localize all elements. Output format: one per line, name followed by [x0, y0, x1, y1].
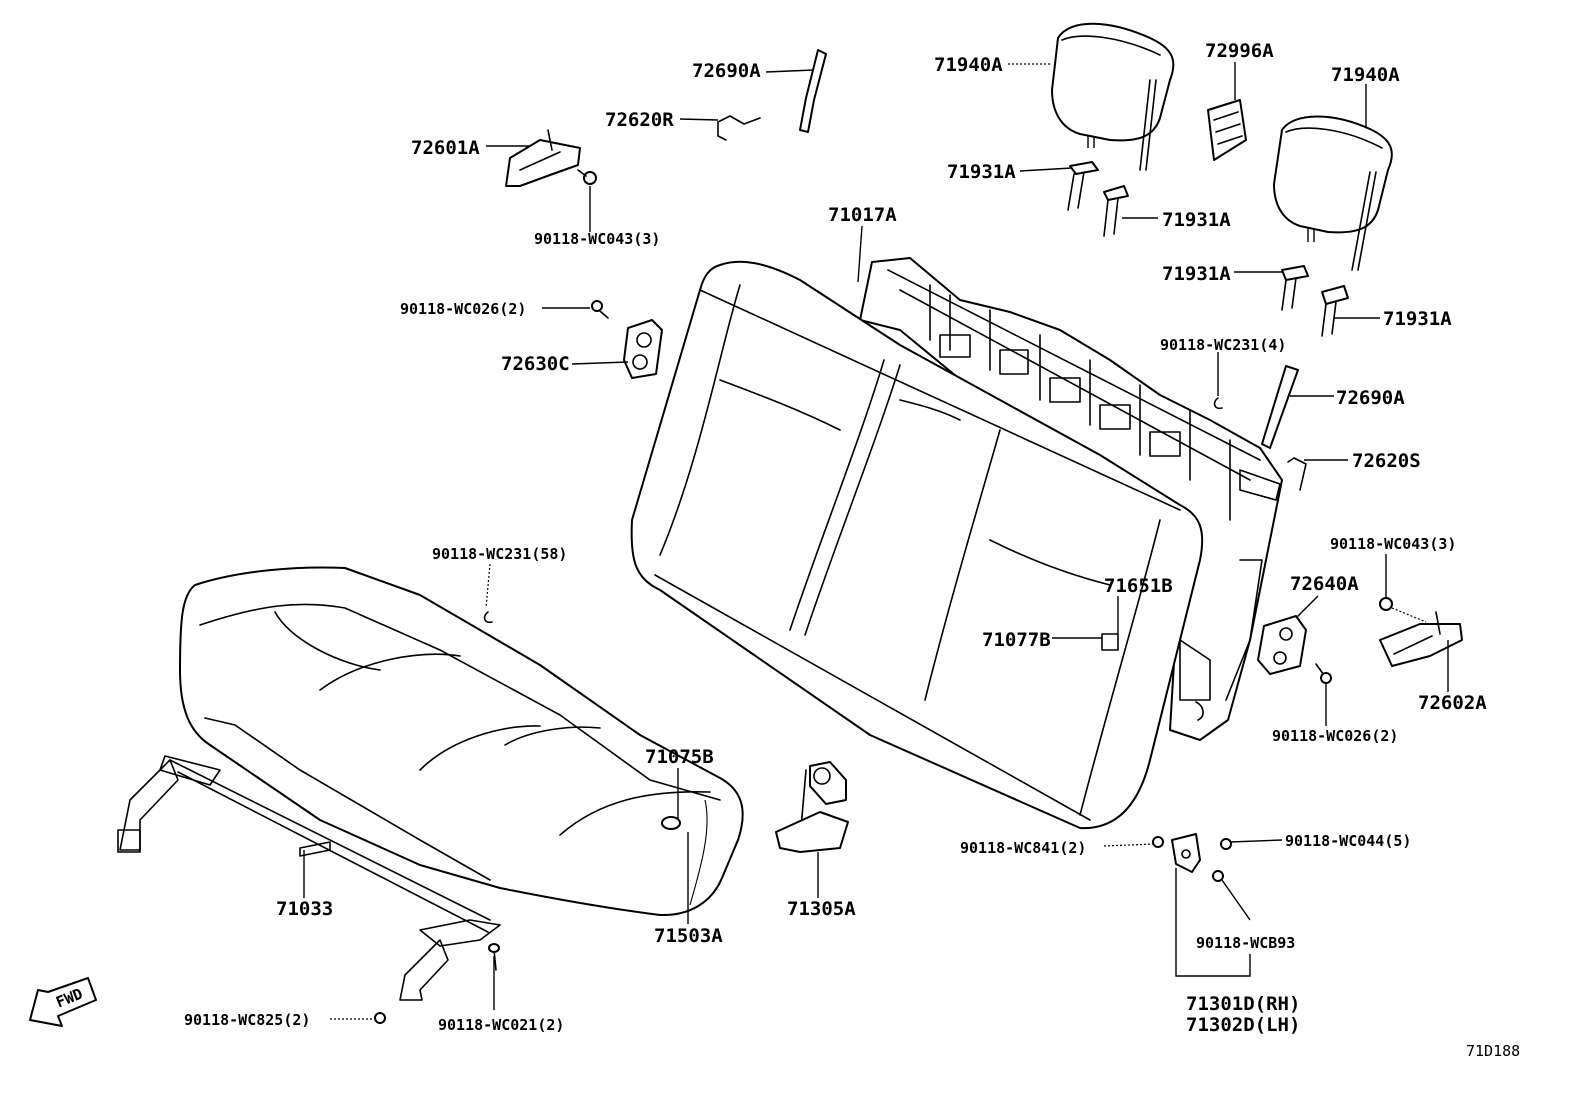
- part-labels: 72690A 72620R 72601A 90118-WC043(3) 7194…: [184, 40, 1520, 1060]
- label-72640A: 72640A: [1290, 573, 1359, 595]
- label-71301D: 71301D(RH): [1186, 993, 1300, 1015]
- clip-wc231: [483, 397, 1223, 624]
- seat-cushion-assembly: [179, 566, 744, 917]
- label-72690A-top: 72690A: [692, 60, 761, 82]
- label-wc021: 90118-WC021(2): [438, 1016, 564, 1034]
- headrest-left: [1051, 22, 1175, 171]
- wire-72620R: [717, 115, 761, 141]
- label-wc044: 90118-WC044(5): [1285, 832, 1411, 850]
- fwd-arrow-icon: FWD: [29, 977, 97, 1027]
- label-71940A-left: 71940A: [934, 54, 1003, 76]
- diagram-code: 71D188: [1466, 1042, 1520, 1060]
- bracket-71305A: [775, 761, 849, 853]
- belt-72690A-right: [1261, 365, 1299, 449]
- label-71077B: 71077B: [982, 629, 1051, 651]
- headrest-guides-71931A: [1067, 161, 1349, 337]
- label-71302D: 71302D(LH): [1186, 1014, 1300, 1036]
- label-wc231-58: 90118-WC231(58): [432, 545, 567, 563]
- label-wc231-4: 90118-WC231(4): [1160, 336, 1286, 354]
- label-wc026-left: 90118-WC026(2): [400, 300, 526, 318]
- label-wc043-top: 90118-WC043(3): [534, 230, 660, 248]
- bracket-72630C: [591, 300, 663, 379]
- label-72620R: 72620R: [605, 109, 674, 131]
- label-wc026-right: 90118-WC026(2): [1272, 727, 1398, 745]
- label-wc841: 90118-WC841(2): [960, 839, 1086, 857]
- label-71651B: 71651B: [1104, 575, 1173, 597]
- label-72620S: 72620S: [1352, 450, 1421, 472]
- label-71305A: 71305A: [787, 898, 856, 920]
- seat-back-assembly: [630, 257, 1283, 830]
- hinge-72602A: [1379, 597, 1463, 667]
- label-71931A-2: 71931A: [1162, 209, 1231, 231]
- bolts-cushion-frame: [374, 943, 500, 1024]
- label-wc825: 90118-WC825(2): [184, 1011, 310, 1029]
- headrest-support-72996A: [1207, 99, 1247, 161]
- hinge-bracket-71301D: [1152, 833, 1232, 882]
- label-72602A: 72602A: [1418, 692, 1487, 714]
- leader-lines: [303, 62, 1449, 1020]
- label-71503A: 71503A: [654, 925, 723, 947]
- label-71931A-4: 71931A: [1383, 308, 1452, 330]
- label-71940A-right: 71940A: [1331, 64, 1400, 86]
- hinge-72601A: [505, 129, 597, 187]
- label-72601A: 72601A: [411, 137, 480, 159]
- label-71931A-3: 71931A: [1162, 263, 1231, 285]
- label-71033: 71033: [276, 898, 333, 920]
- belt-72690A-top: [799, 49, 827, 133]
- label-wc043-right: 90118-WC043(3): [1330, 535, 1456, 553]
- label-71017A: 71017A: [828, 204, 897, 226]
- label-72690A-right: 72690A: [1336, 387, 1405, 409]
- bracket-72640A: [1257, 615, 1332, 684]
- label-72630C: 72630C: [501, 353, 570, 375]
- label-72996A: 72996A: [1205, 40, 1274, 62]
- label-71075B: 71075B: [645, 746, 714, 768]
- cushion-frame-71033: [117, 755, 501, 1001]
- label-71931A-1: 71931A: [947, 161, 1016, 183]
- wire-72620S: [1287, 457, 1307, 491]
- label-wcb93: 90118-WCB93: [1196, 934, 1295, 952]
- headrest-right: [1273, 115, 1393, 271]
